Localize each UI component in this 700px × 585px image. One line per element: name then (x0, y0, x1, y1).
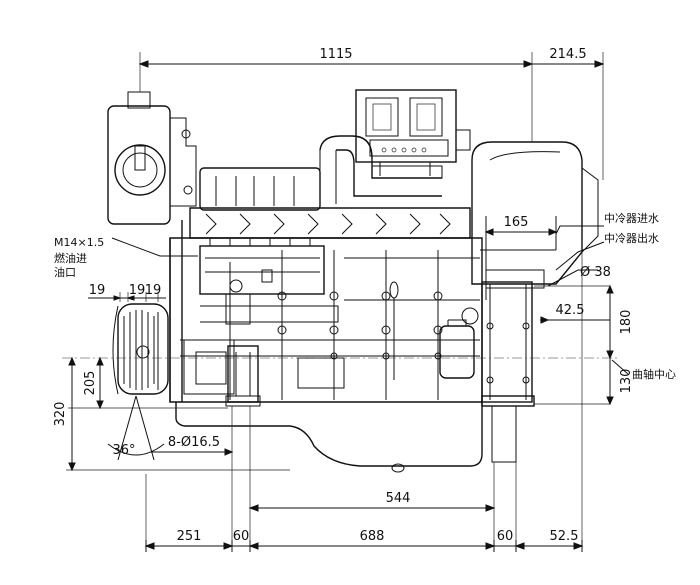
dimension-lines (68, 60, 629, 552)
construction-lines (62, 52, 620, 548)
label-cooler-water-in: 中冷器进水 (604, 212, 659, 225)
dim-205: 205 (83, 371, 98, 396)
intake-pipe (319, 135, 443, 204)
dim-36-degrees: 36° (112, 443, 135, 458)
label-cooler-water-out: 中冷器出水 (604, 231, 659, 245)
crank-pulley (112, 303, 169, 395)
dim-19-c: 19 (145, 283, 162, 298)
dim-1115: 1115 (319, 47, 352, 62)
dim-diameter-38: Ø 38 (580, 265, 611, 280)
dim-688: 688 (360, 529, 385, 544)
dim-251: 251 (177, 529, 202, 544)
dim-214-5: 214.5 (549, 47, 586, 62)
annotation-labels: M14×1.5 燃油进 油口 中冷器进水 中冷器出水 曲轴中心 (54, 212, 676, 381)
dim-mount-holes: 8-Ø16.5 (168, 435, 220, 450)
dim-19-a: 19 (89, 283, 106, 298)
flywheel-housing (481, 281, 535, 463)
label-fuel-port-line2: 油口 (54, 265, 76, 279)
intercooler (471, 141, 599, 289)
dim-130: 130 (619, 369, 634, 394)
dim-52-5: 52.5 (550, 529, 579, 544)
dimension-text: 1115 214.5 165 Ø 38 42.5 180 130 320 205… (53, 47, 634, 544)
turbocharger (107, 91, 197, 225)
label-crankshaft-center: 曲轴中心 (632, 367, 676, 381)
engine-block (169, 237, 483, 403)
oil-sump (175, 402, 483, 473)
timing-cover (169, 220, 235, 402)
engine-body (107, 89, 599, 473)
dim-19-b: 19 (129, 283, 146, 298)
dim-60-b: 60 (497, 529, 514, 544)
control-panel (355, 89, 471, 176)
dim-544: 544 (386, 491, 411, 506)
front-mount (225, 345, 261, 407)
label-fuel-port-line1: 燃油进 (54, 251, 87, 265)
dim-180: 180 (619, 310, 634, 335)
dim-165: 165 (504, 215, 529, 230)
label-fuel-port-thread: M14×1.5 (54, 236, 104, 249)
dim-42-5: 42.5 (556, 303, 585, 318)
fuel-injection-pump (199, 238, 345, 389)
dim-320: 320 (53, 402, 68, 427)
dim-60-a: 60 (233, 529, 250, 544)
